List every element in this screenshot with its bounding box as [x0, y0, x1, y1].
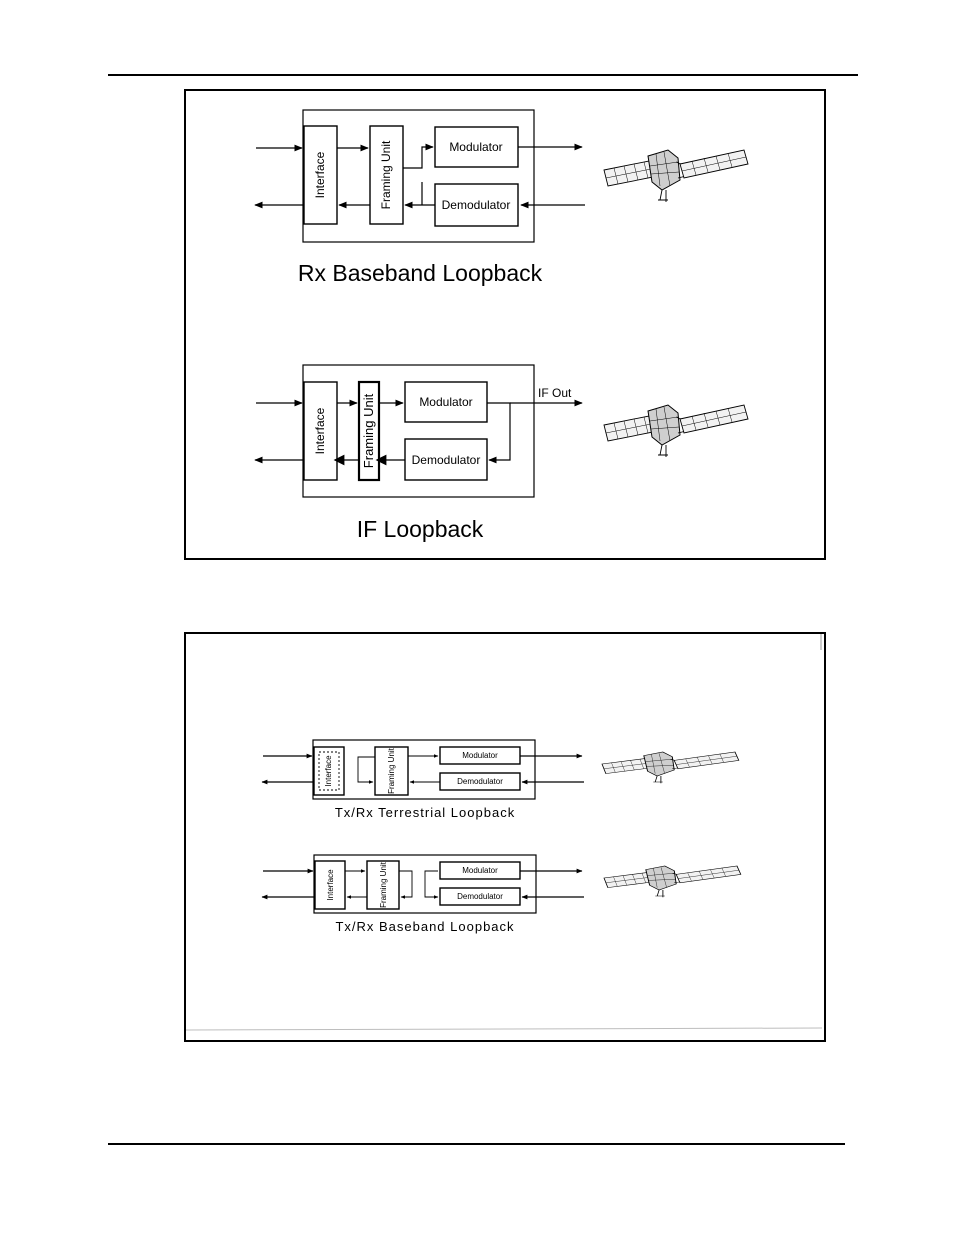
interface-label: Interface: [326, 869, 335, 901]
unit-enclosure: [313, 854, 537, 914]
modulator-label: Modulator: [462, 866, 498, 875]
terrestrial-loopback-path: [357, 756, 375, 784]
demodulator-label: Demodulator: [457, 892, 503, 901]
interface-label: Interface: [313, 151, 327, 198]
interface-block: [303, 381, 338, 481]
diagram-caption: Rx Baseband Loopback: [298, 260, 543, 286]
header-rule: [108, 74, 858, 76]
interface-label: Interface: [313, 407, 327, 454]
diagram-caption: Tx/Rx Terrestrial Loopback: [335, 805, 515, 820]
interface-inner-dashed: [318, 751, 340, 791]
framing-unit-block: [366, 860, 400, 910]
scan-line-bottom: [185, 1027, 823, 1031]
satellite-icon: [603, 149, 749, 203]
demodulator-label: Demodulator: [412, 453, 481, 467]
diagram-caption: IF Loopback: [357, 516, 484, 542]
tx-rx-terrestrial-loopback-diagram: Interface Framing Unit Modulator Demodul…: [261, 739, 740, 820]
modulator-label: Modulator: [449, 140, 502, 154]
demodulator-loopback-path: [405, 182, 435, 205]
rx-baseband-loopback-diagram: Interface Framing Unit Modulator Demodul…: [254, 109, 749, 286]
unit-enclosure: [312, 739, 536, 800]
baseband-loopback-path: [399, 870, 413, 899]
modulator-label: Modulator: [462, 751, 498, 760]
framing-unit-block: [357, 380, 381, 482]
satellite-icon: [603, 865, 742, 898]
framing-unit-label: Framing Unit: [379, 140, 393, 209]
demodulator-block: [439, 772, 521, 791]
figure-panel-bottom: [184, 632, 826, 1042]
interface-block: [303, 125, 338, 225]
framing-unit-block: [374, 746, 409, 796]
satellite-icon: [601, 751, 740, 784]
demodulator-label: Demodulator: [442, 198, 511, 212]
satellite-icon: [603, 404, 749, 458]
demodulator-block: [439, 887, 521, 906]
demodulator-block: [434, 183, 519, 227]
modulator-demodulator-bracket: [424, 870, 439, 899]
framing-to-modulator-path: [403, 143, 434, 169]
if-loopback-diagram: Interface Framing Unit Modulator Demodul…: [254, 364, 749, 542]
unit-enclosure: [302, 109, 535, 243]
interface-block: [314, 860, 346, 910]
modulator-label: Modulator: [419, 395, 472, 409]
unit-enclosure: [302, 364, 535, 498]
framing-unit-label: Framing Unit: [387, 747, 396, 794]
if-loopback-path: [487, 402, 511, 464]
diagram-caption: Tx/Rx Baseband Loopback: [335, 919, 514, 934]
demodulator-block: [404, 438, 488, 481]
modulator-block: [404, 381, 488, 423]
tx-rx-baseband-loopback-diagram: Interface Framing Unit Modulator Demodul…: [261, 854, 742, 934]
interface-label: Interface: [324, 755, 333, 787]
if-out-label: IF Out: [538, 386, 572, 400]
framing-unit-label: Framing Unit: [379, 861, 388, 908]
demodulator-label: Demodulator: [457, 777, 503, 786]
footer-rule: [108, 1143, 845, 1145]
framing-unit-label: Framing Unit: [361, 393, 376, 468]
